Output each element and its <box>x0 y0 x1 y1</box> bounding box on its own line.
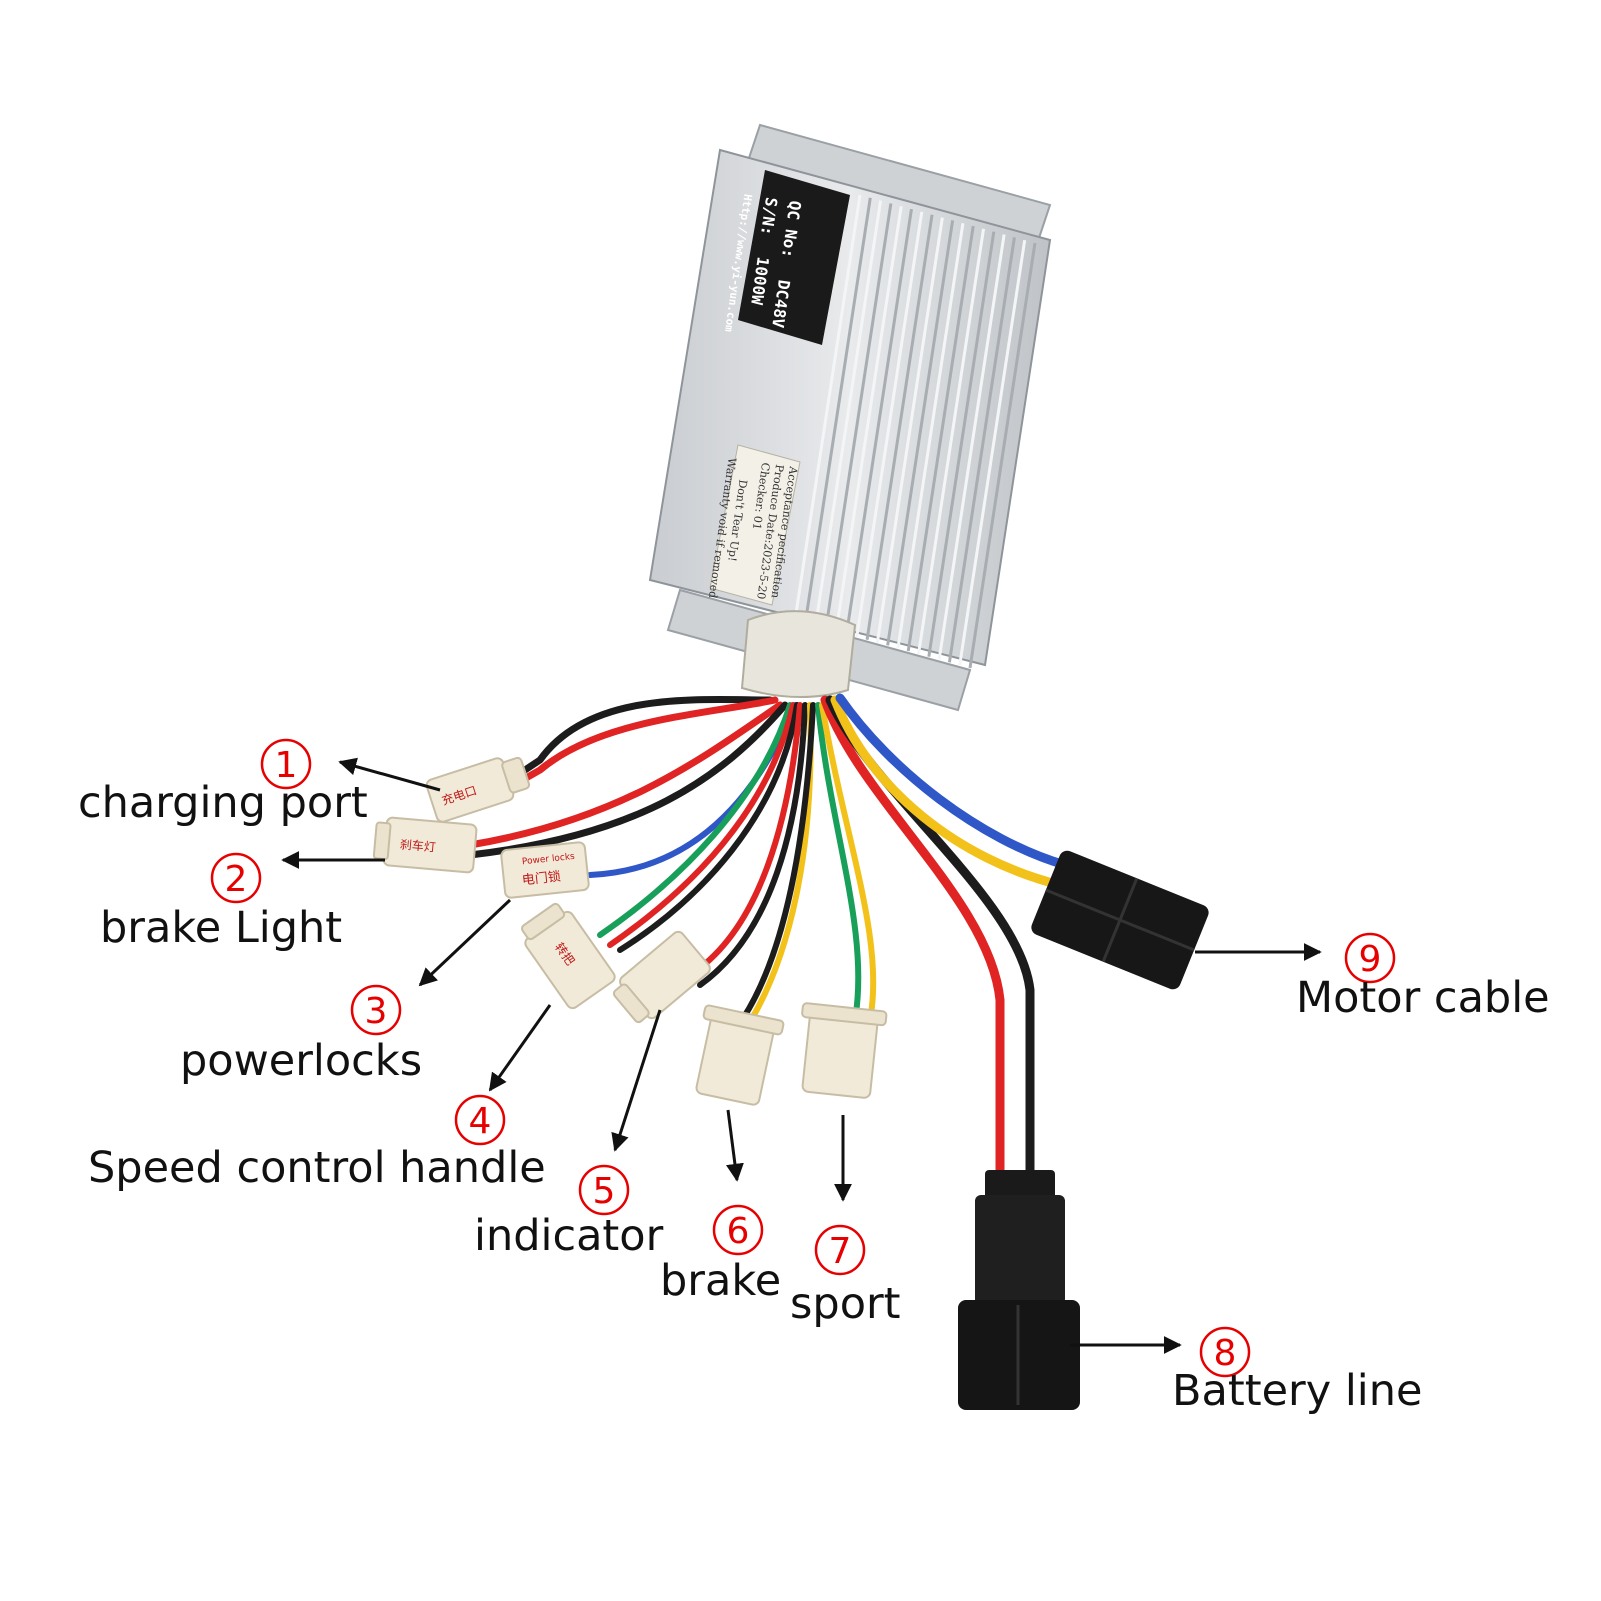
callout-number-5: 5 <box>593 1171 616 1212</box>
callout-label-2: brake Light <box>100 903 342 953</box>
wire-sport-yellow <box>819 702 877 1023</box>
wire-throttle-green <box>597 702 793 938</box>
callout-number-6: 6 <box>727 1211 750 1252</box>
arrow-5 <box>611 1009 662 1152</box>
wire-motor-blue <box>835 693 1070 870</box>
housing-fin <box>958 239 1027 666</box>
housing-fin <box>814 200 883 626</box>
housing-fin <box>927 231 996 657</box>
housing-fin <box>865 214 934 640</box>
callout-number-7: 7 <box>829 1231 852 1272</box>
callout-circle-5 <box>578 1164 630 1216</box>
callout-number-2: 2 <box>225 859 248 900</box>
wire-throttle-black <box>617 702 800 953</box>
housing-fin <box>803 197 872 624</box>
wire-sport-green <box>815 702 862 1023</box>
housing-fin <box>793 194 862 621</box>
wire-brake-black <box>732 702 816 1033</box>
arrow-4 <box>488 1004 552 1092</box>
housing-fin <box>947 237 1016 663</box>
housing-fin <box>824 203 893 629</box>
connector-throttle: 转把 <box>521 902 616 1010</box>
wire-charging-black <box>506 696 774 784</box>
wire-brakelight-black <box>466 701 789 859</box>
connector-sport <box>801 1002 888 1099</box>
arrow-1 <box>338 757 441 792</box>
callout-circle-9 <box>1344 932 1396 984</box>
housing-fin <box>906 225 975 652</box>
warranty-sticker <box>709 444 801 606</box>
callout-label-9: Motor cable <box>1296 973 1550 1023</box>
housing-fin <box>937 234 1006 660</box>
housing-fins <box>793 194 1037 669</box>
wire-indicator-red <box>687 702 803 978</box>
callout-label-3: powerlocks <box>180 1036 422 1086</box>
connector-battery <box>958 1170 1080 1410</box>
arrow-3 <box>418 898 512 987</box>
callout-label-5: indicator <box>474 1211 664 1261</box>
connector-powerlock-tag: 电门锁 <box>521 868 561 888</box>
callout-labels: 1 charging port 2 brake Light 3 powerloc… <box>78 738 1550 1416</box>
connectors: 充电口 刹车灯 Power locks 电门锁 转把 <box>372 756 1209 1410</box>
spec-plate <box>738 170 850 345</box>
controller-housing: QC No: DC48V S/N: 1000W Http://www.yi-yu… <box>648 123 1052 712</box>
connector-powerlock: Power locks 电门锁 <box>500 841 590 899</box>
callout-circle-7 <box>814 1224 866 1276</box>
callout-number-9: 9 <box>1359 939 1382 980</box>
callout-circle-2 <box>210 852 262 904</box>
callout-label-8: Battery line <box>1172 1366 1422 1416</box>
connector-brake-light: 刹车灯 <box>372 816 478 874</box>
housing-fin <box>968 242 1037 669</box>
housing-fin <box>834 206 903 632</box>
housing-fin <box>844 208 913 635</box>
callout-circle-1 <box>260 738 312 790</box>
connector-indicator <box>612 930 711 1024</box>
callout-number-4: 4 <box>469 1101 492 1142</box>
arrow-6 <box>726 1109 744 1182</box>
housing-fin <box>855 211 924 638</box>
wire-brakelight-red <box>466 701 784 849</box>
wire-indicator-black <box>697 702 808 988</box>
wire-harness <box>466 693 1070 1185</box>
cable-gland <box>740 610 857 699</box>
callout-number-1: 1 <box>275 745 298 786</box>
housing-fin <box>896 223 965 649</box>
connector-brake <box>695 1004 785 1106</box>
connector-motor <box>1031 850 1209 990</box>
callout-label-4: Speed control handle <box>88 1143 546 1193</box>
connector-charging-port: 充电口 <box>425 756 531 823</box>
housing-fin <box>886 220 955 646</box>
callout-label-1: charging port <box>78 778 368 828</box>
wire-throttle-red <box>607 702 796 948</box>
connector-brakelight-tag: 刹车灯 <box>399 836 436 854</box>
callout-circle-4 <box>454 1094 506 1146</box>
callout-circle-3 <box>350 984 402 1036</box>
callout-circle-8 <box>1199 1326 1251 1378</box>
housing-fin <box>875 217 944 643</box>
callout-circle-6 <box>712 1204 764 1256</box>
callout-arrows <box>281 757 1322 1354</box>
wire-charging-red <box>501 696 779 794</box>
wire-battery-red <box>820 695 1005 1185</box>
callout-number-3: 3 <box>365 991 388 1032</box>
callout-label-6: brake <box>660 1256 781 1306</box>
callout-label-7: sport <box>790 1279 901 1329</box>
callout-number-8: 8 <box>1214 1333 1237 1374</box>
housing-fin <box>917 228 986 655</box>
wire-motor-yellow <box>830 695 1065 890</box>
